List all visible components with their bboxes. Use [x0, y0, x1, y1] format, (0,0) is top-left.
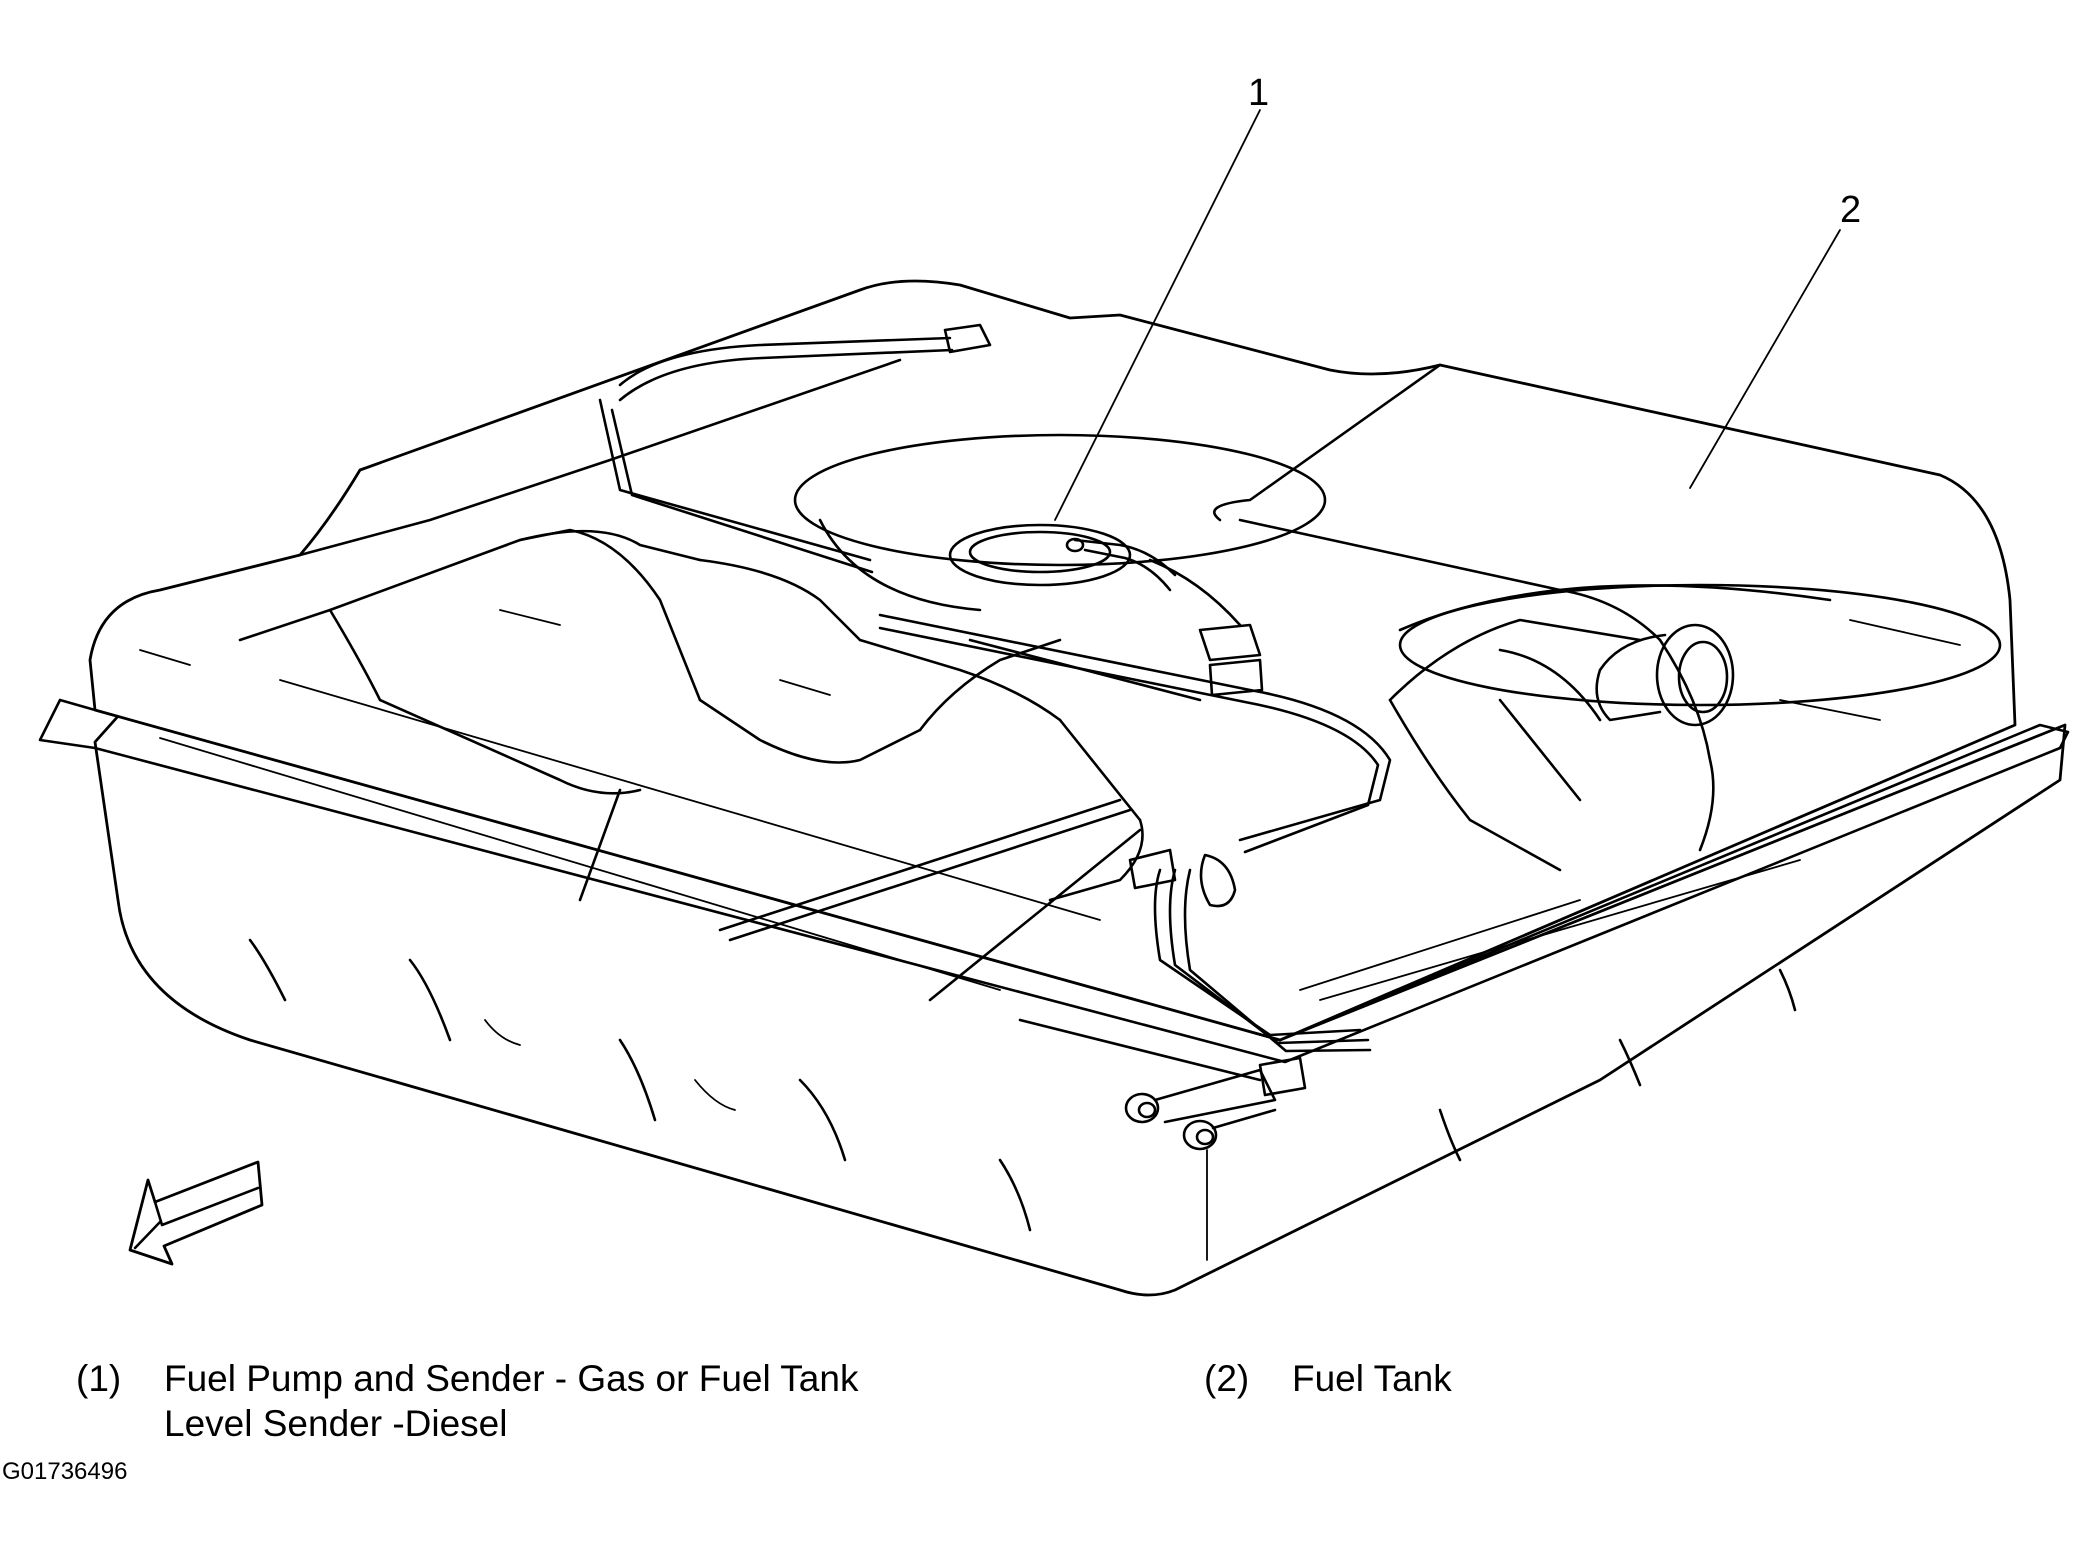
callout-number-2: 2	[1840, 189, 1861, 231]
callout-2: 2	[1689, 189, 1861, 489]
legend-text-1: Fuel Pump and Sender - Gas or Fuel Tank …	[164, 1356, 1024, 1446]
front-direction-arrow-icon	[128, 1160, 264, 1266]
tank-lower-shell	[93, 703, 2067, 1297]
tank-upper-body	[88, 279, 2017, 1042]
legend-text-1-line-2: Level Sender -Diesel	[164, 1403, 508, 1444]
legend-number-2: (2)	[1204, 1358, 1250, 1399]
callout-number-1: 1	[1248, 72, 1269, 114]
figure-id: G01736496	[2, 1458, 128, 1485]
callout-1: 1	[1054, 72, 1269, 521]
tank-flange	[38, 698, 2070, 1064]
fuel-pump-sender	[948, 523, 1242, 627]
legend-text-2: Fuel Tank	[1292, 1356, 1452, 1401]
legend-text-1-line-1: Fuel Pump and Sender - Gas or Fuel Tank	[164, 1358, 859, 1399]
fuel-lines	[598, 323, 1392, 1151]
legend-number-1: (1)	[76, 1358, 122, 1399]
legend-text-2-line-1: Fuel Tank	[1292, 1358, 1452, 1399]
